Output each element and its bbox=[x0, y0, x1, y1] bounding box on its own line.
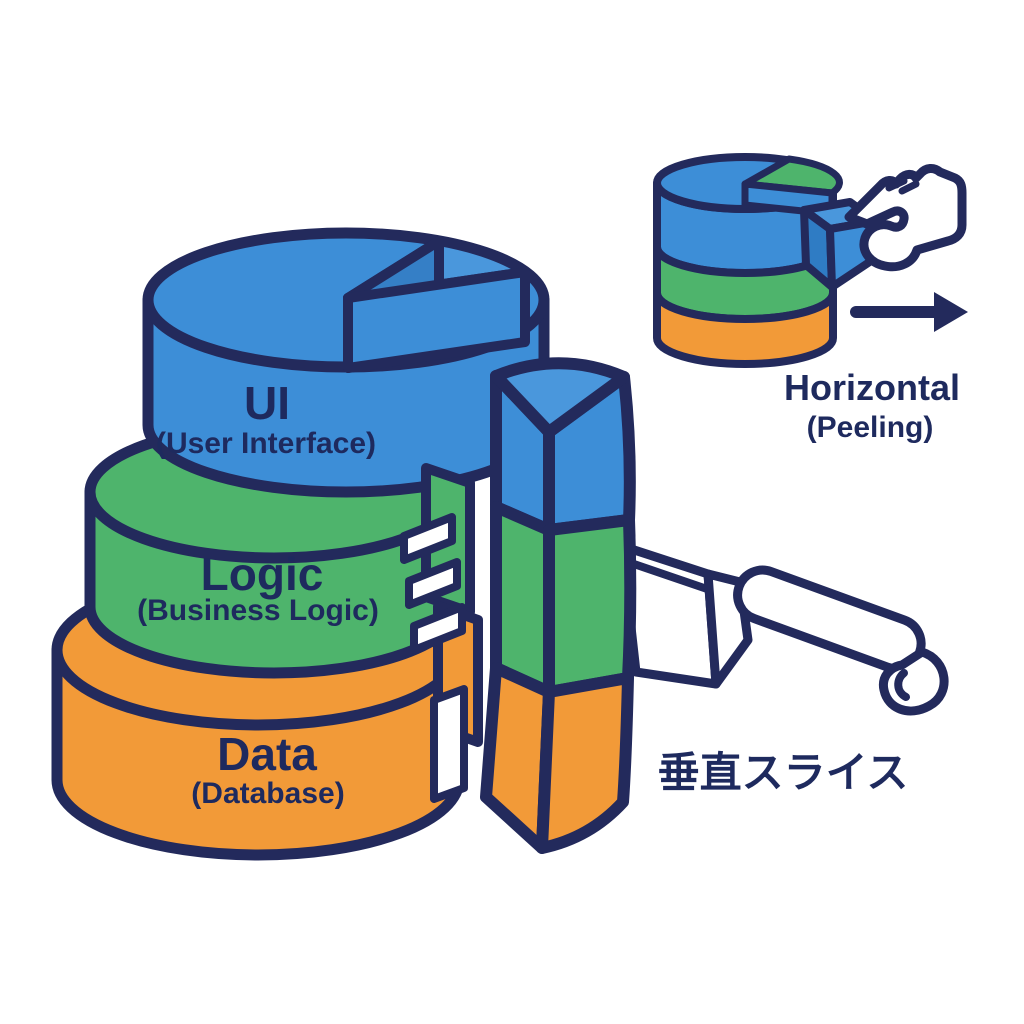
cut-gap-stripes bbox=[400, 513, 468, 803]
logic-layer-label: Logic bbox=[201, 548, 324, 600]
peeling-sublabel: (Peeling) bbox=[807, 411, 934, 444]
slice-right-face bbox=[536, 371, 637, 854]
hand-icon bbox=[844, 164, 967, 272]
logic-layer-sublabel: (Business Logic) bbox=[137, 594, 379, 627]
knife-icon bbox=[617, 541, 949, 716]
data-layer-sublabel: (Database) bbox=[191, 777, 344, 810]
mini-peeling-diagram: Horizontal (Peeling) bbox=[653, 153, 968, 444]
slice-top-face bbox=[490, 357, 630, 438]
wedge-cutout bbox=[343, 236, 530, 373]
mini-wedge-cutout bbox=[741, 155, 843, 218]
main-layer-cake: UI (User Interface) Logic (Business Logi… bbox=[51, 227, 550, 861]
vertical-slice-label: 垂直スライス bbox=[658, 749, 909, 796]
ui-layer-label: UI bbox=[244, 377, 290, 429]
vertical-slice bbox=[480, 357, 637, 854]
arrow-right-icon bbox=[850, 292, 968, 332]
horizontal-label: Horizontal bbox=[784, 367, 960, 408]
ui-layer-sublabel: (User Interface) bbox=[156, 427, 376, 460]
data-layer-label: Data bbox=[217, 728, 317, 780]
